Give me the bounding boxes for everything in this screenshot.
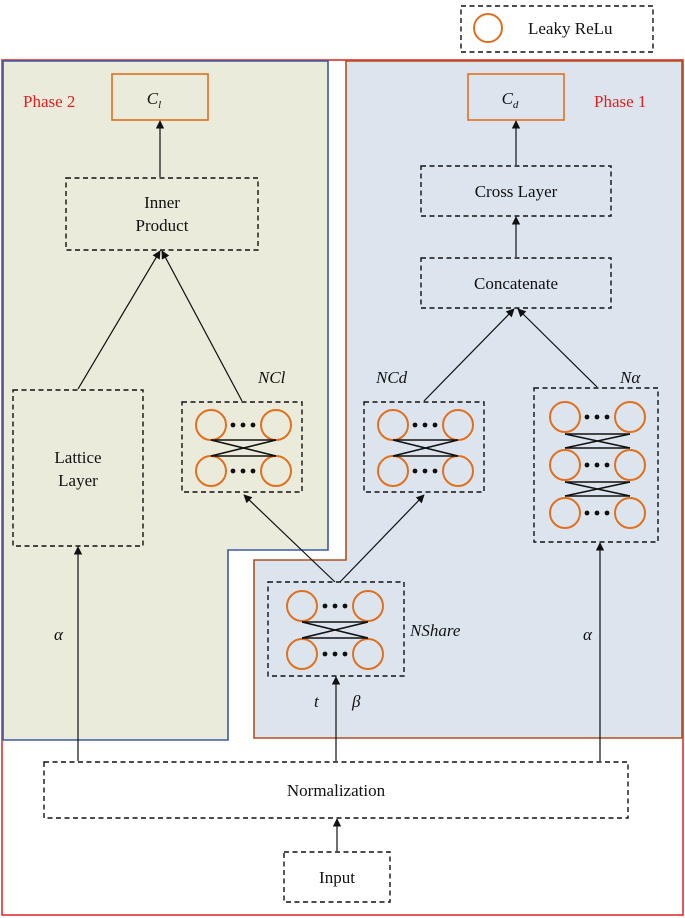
phase1-label: Phase 1: [594, 92, 646, 111]
inner-product-line2: Product: [136, 216, 189, 235]
nshare-network: [267, 581, 405, 677]
legend: Leaky ReLu: [460, 5, 654, 53]
neuron: [286, 590, 318, 622]
inner-product-box: Inner Product: [65, 177, 259, 251]
lattice-layer-box: Lattice Layer: [12, 389, 144, 547]
neuron: [614, 497, 646, 529]
nalpha-network: [533, 387, 659, 543]
t-label: t: [314, 692, 320, 711]
phase2-region: [2, 60, 329, 741]
output-cl-sub: l: [158, 99, 161, 111]
legend-label: Leaky ReLu: [528, 19, 613, 38]
output-cl-main: C: [147, 89, 159, 108]
neuron: [549, 449, 581, 481]
svg-text:Cl: Cl: [147, 89, 161, 111]
neuron: [549, 401, 581, 433]
output-cl: Cl: [111, 73, 209, 121]
nalpha-label: Nα: [619, 368, 641, 387]
neuron: [286, 638, 318, 670]
inner-product-line1: Inner: [144, 193, 180, 212]
ncd-label: NCd: [375, 368, 408, 387]
phase1-region: [253, 60, 683, 739]
neuron: [614, 449, 646, 481]
output-cd-main: C: [502, 89, 514, 108]
output-cd: Cd: [467, 73, 565, 121]
cross-layer-label: Cross Layer: [475, 182, 558, 201]
ncd-network: [363, 401, 485, 493]
leaky-relu-legend-icon: [473, 13, 503, 43]
input-label: Input: [319, 868, 355, 887]
neuron: [614, 401, 646, 433]
phase1-alpha-label: α: [583, 625, 593, 644]
input-box: Input: [283, 851, 391, 903]
output-cd-sub: d: [513, 99, 519, 111]
lattice-layer-line2: Layer: [58, 471, 98, 490]
beta-label: β: [351, 692, 361, 711]
svg-text:Cd: Cd: [502, 89, 519, 111]
normalization-box: Normalization: [43, 761, 629, 819]
neuron: [549, 497, 581, 529]
cross-layer-box: Cross Layer: [420, 165, 612, 217]
arrows: [73, 120, 605, 851]
concatenate-box: Concatenate: [420, 257, 612, 309]
phase2-alpha-label: α: [54, 625, 64, 644]
normalization-label: Normalization: [287, 781, 386, 800]
neuron: [352, 590, 384, 622]
nshare-label: NShare: [409, 621, 461, 640]
ncl-network: [181, 401, 303, 493]
neuron: [352, 638, 384, 670]
ncl-label: NCl: [257, 368, 286, 387]
phase2-label: Phase 2: [23, 92, 75, 111]
concatenate-label: Concatenate: [474, 274, 558, 293]
lattice-layer-line1: Lattice: [54, 448, 101, 467]
